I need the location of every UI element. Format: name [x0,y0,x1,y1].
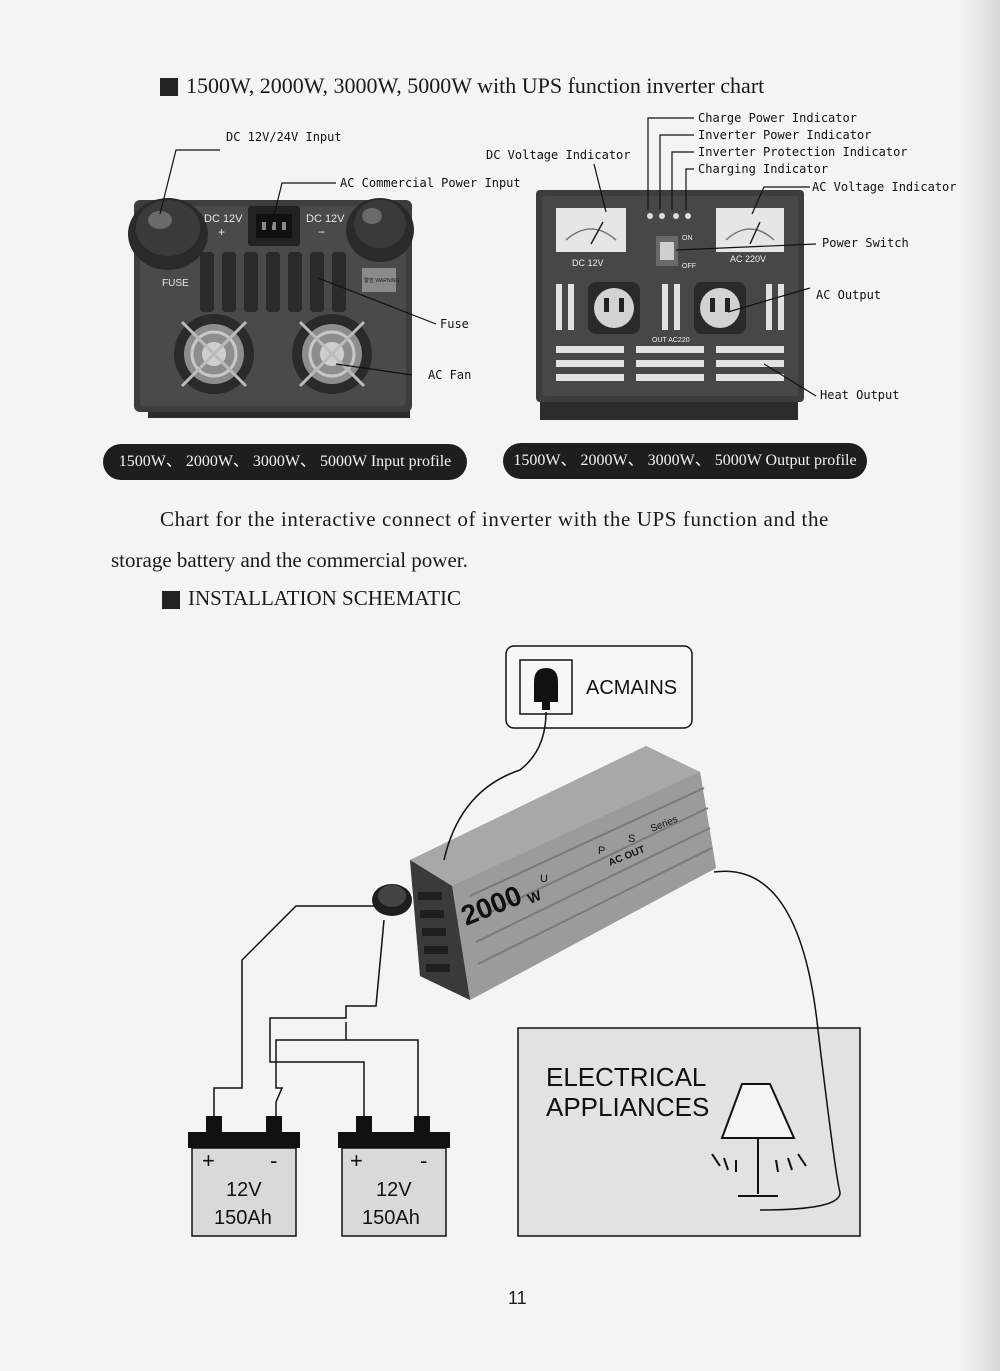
panel-ac: AC 220V [730,254,766,264]
inverter-unit: 2000 W U P S Series AC OUT [372,746,716,1000]
section-heading: 1500W, 2000W, 3000W, 5000W with UPS func… [186,73,765,98]
panel-dc-left: DC 12V [204,213,243,225]
label-inverter-power-indicator: Inverter Power Indicator [698,128,872,142]
body-text-line1: Chart for the interactive connect of inv… [160,507,829,531]
battery-2: + - 12V 150Ah [338,1116,450,1237]
battery-1: + - 12V 150Ah [188,1116,300,1237]
wiring [213,711,841,1211]
inverter-terminal-icon [372,884,412,916]
appliances-box: ELECTRICAL APPLIANCES [517,1027,861,1237]
installation-heading: INSTALLATION SCHEMATIC [188,586,462,610]
label-dc-voltage-indicator: DC Voltage Indicator [486,148,631,162]
output-panel-photo: DC 12V AC 220V ON OFF OUT AC220 [536,190,804,420]
panels-drawing: DC 12V + DC 12V − FUSE 警告 WARNING [128,117,817,420]
fuse-row-icon [200,252,346,312]
ac-outlet-left-icon [588,282,640,334]
warning-sticker [362,268,396,292]
panel-on: ON [682,235,693,242]
indicator-leds [647,213,691,219]
panel-off: OFF [682,263,696,270]
dc-voltmeter-icon [556,208,626,252]
battery-1-minus: - [270,1148,277,1173]
page-spine-shadow [960,0,1000,1371]
side-vents [556,284,784,330]
dc-negative-terminal-icon [346,198,414,262]
appliances-label-line2: APPLIANCES [546,1092,709,1122]
panel-fuse: FUSE [162,278,189,289]
input-leader-lines [159,149,437,376]
plug-icon [534,668,558,710]
battery-2-minus: - [420,1148,427,1173]
installation-schematic: ACMAINS ELECTRICAL APPLIANCES [188,645,861,1237]
ac-voltmeter-icon [716,208,784,252]
ac-outlet-right-icon [694,282,746,334]
panel-out: OUT AC220 [652,337,690,344]
label-fuse: Fuse [440,317,469,331]
label-ac-fan: AC Fan [428,368,472,382]
inverter-letter-u: U [540,873,548,885]
label-ac-output: AC Output [816,288,882,302]
lamp-icon [711,1083,807,1197]
battery-2-plus: + [350,1148,363,1173]
dc-positive-terminal-icon [128,198,208,270]
battery-1-capacity: 150Ah [214,1207,272,1229]
battery-1-voltage: 12V [226,1179,262,1201]
label-inverter-protection-indicator: Inverter Protection Indicator [698,145,908,159]
input-profile-caption: 1500W、 2000W、 3000W、 5000W Input profile [103,444,467,480]
label-heat-output: Heat Output [820,388,900,402]
heading-bullet-2 [162,591,180,609]
label-power-switch: Power Switch [822,236,909,250]
ac-input-socket-icon [248,206,300,246]
output-leader-lines [593,117,817,397]
body-text-line2: storage battery and the commercial power… [111,548,468,572]
label-ac-voltage-indicator: AC Voltage Indicator [812,180,957,194]
battery-2-capacity: 150Ah [362,1207,420,1229]
input-panel-photo: DC 12V + DC 12V − FUSE 警告 WARNING [128,198,414,418]
power-switch-icon [656,236,678,266]
battery-1-plus: + [202,1148,215,1173]
panel-plus: + [218,225,225,239]
battery-2-voltage: 12V [376,1179,412,1201]
label-charge-power-indicator: Charge Power Indicator [698,111,857,125]
fan-left-icon [174,314,254,394]
panel-dc: DC 12V [572,258,604,268]
page-number: 11 [508,1288,527,1308]
fan-right-icon [292,314,372,394]
heading-bullet [160,78,178,96]
panel-dc-right: DC 12V [306,213,345,225]
label-charging-indicator: Charging Indicator [698,162,829,176]
panel-minus: − [318,225,325,239]
inverter-letter-p: P [598,845,605,857]
output-profile-caption: 1500W、 2000W、 3000W、 5000W Output profil… [503,443,867,479]
inverter-letter-s: S [628,833,635,845]
appliances-label-line1: ELECTRICAL [546,1062,706,1092]
ac-mains-label: ACMAINS [586,677,677,699]
heat-vents-icon [556,346,784,381]
label-ac-commercial-input: AC Commercial Power Input [340,176,521,190]
label-dc-input: DC 12V/24V Input [226,130,342,144]
ac-mains-box: ACMAINS [505,645,693,729]
panel-warning: 警告 WARNING [364,277,399,284]
